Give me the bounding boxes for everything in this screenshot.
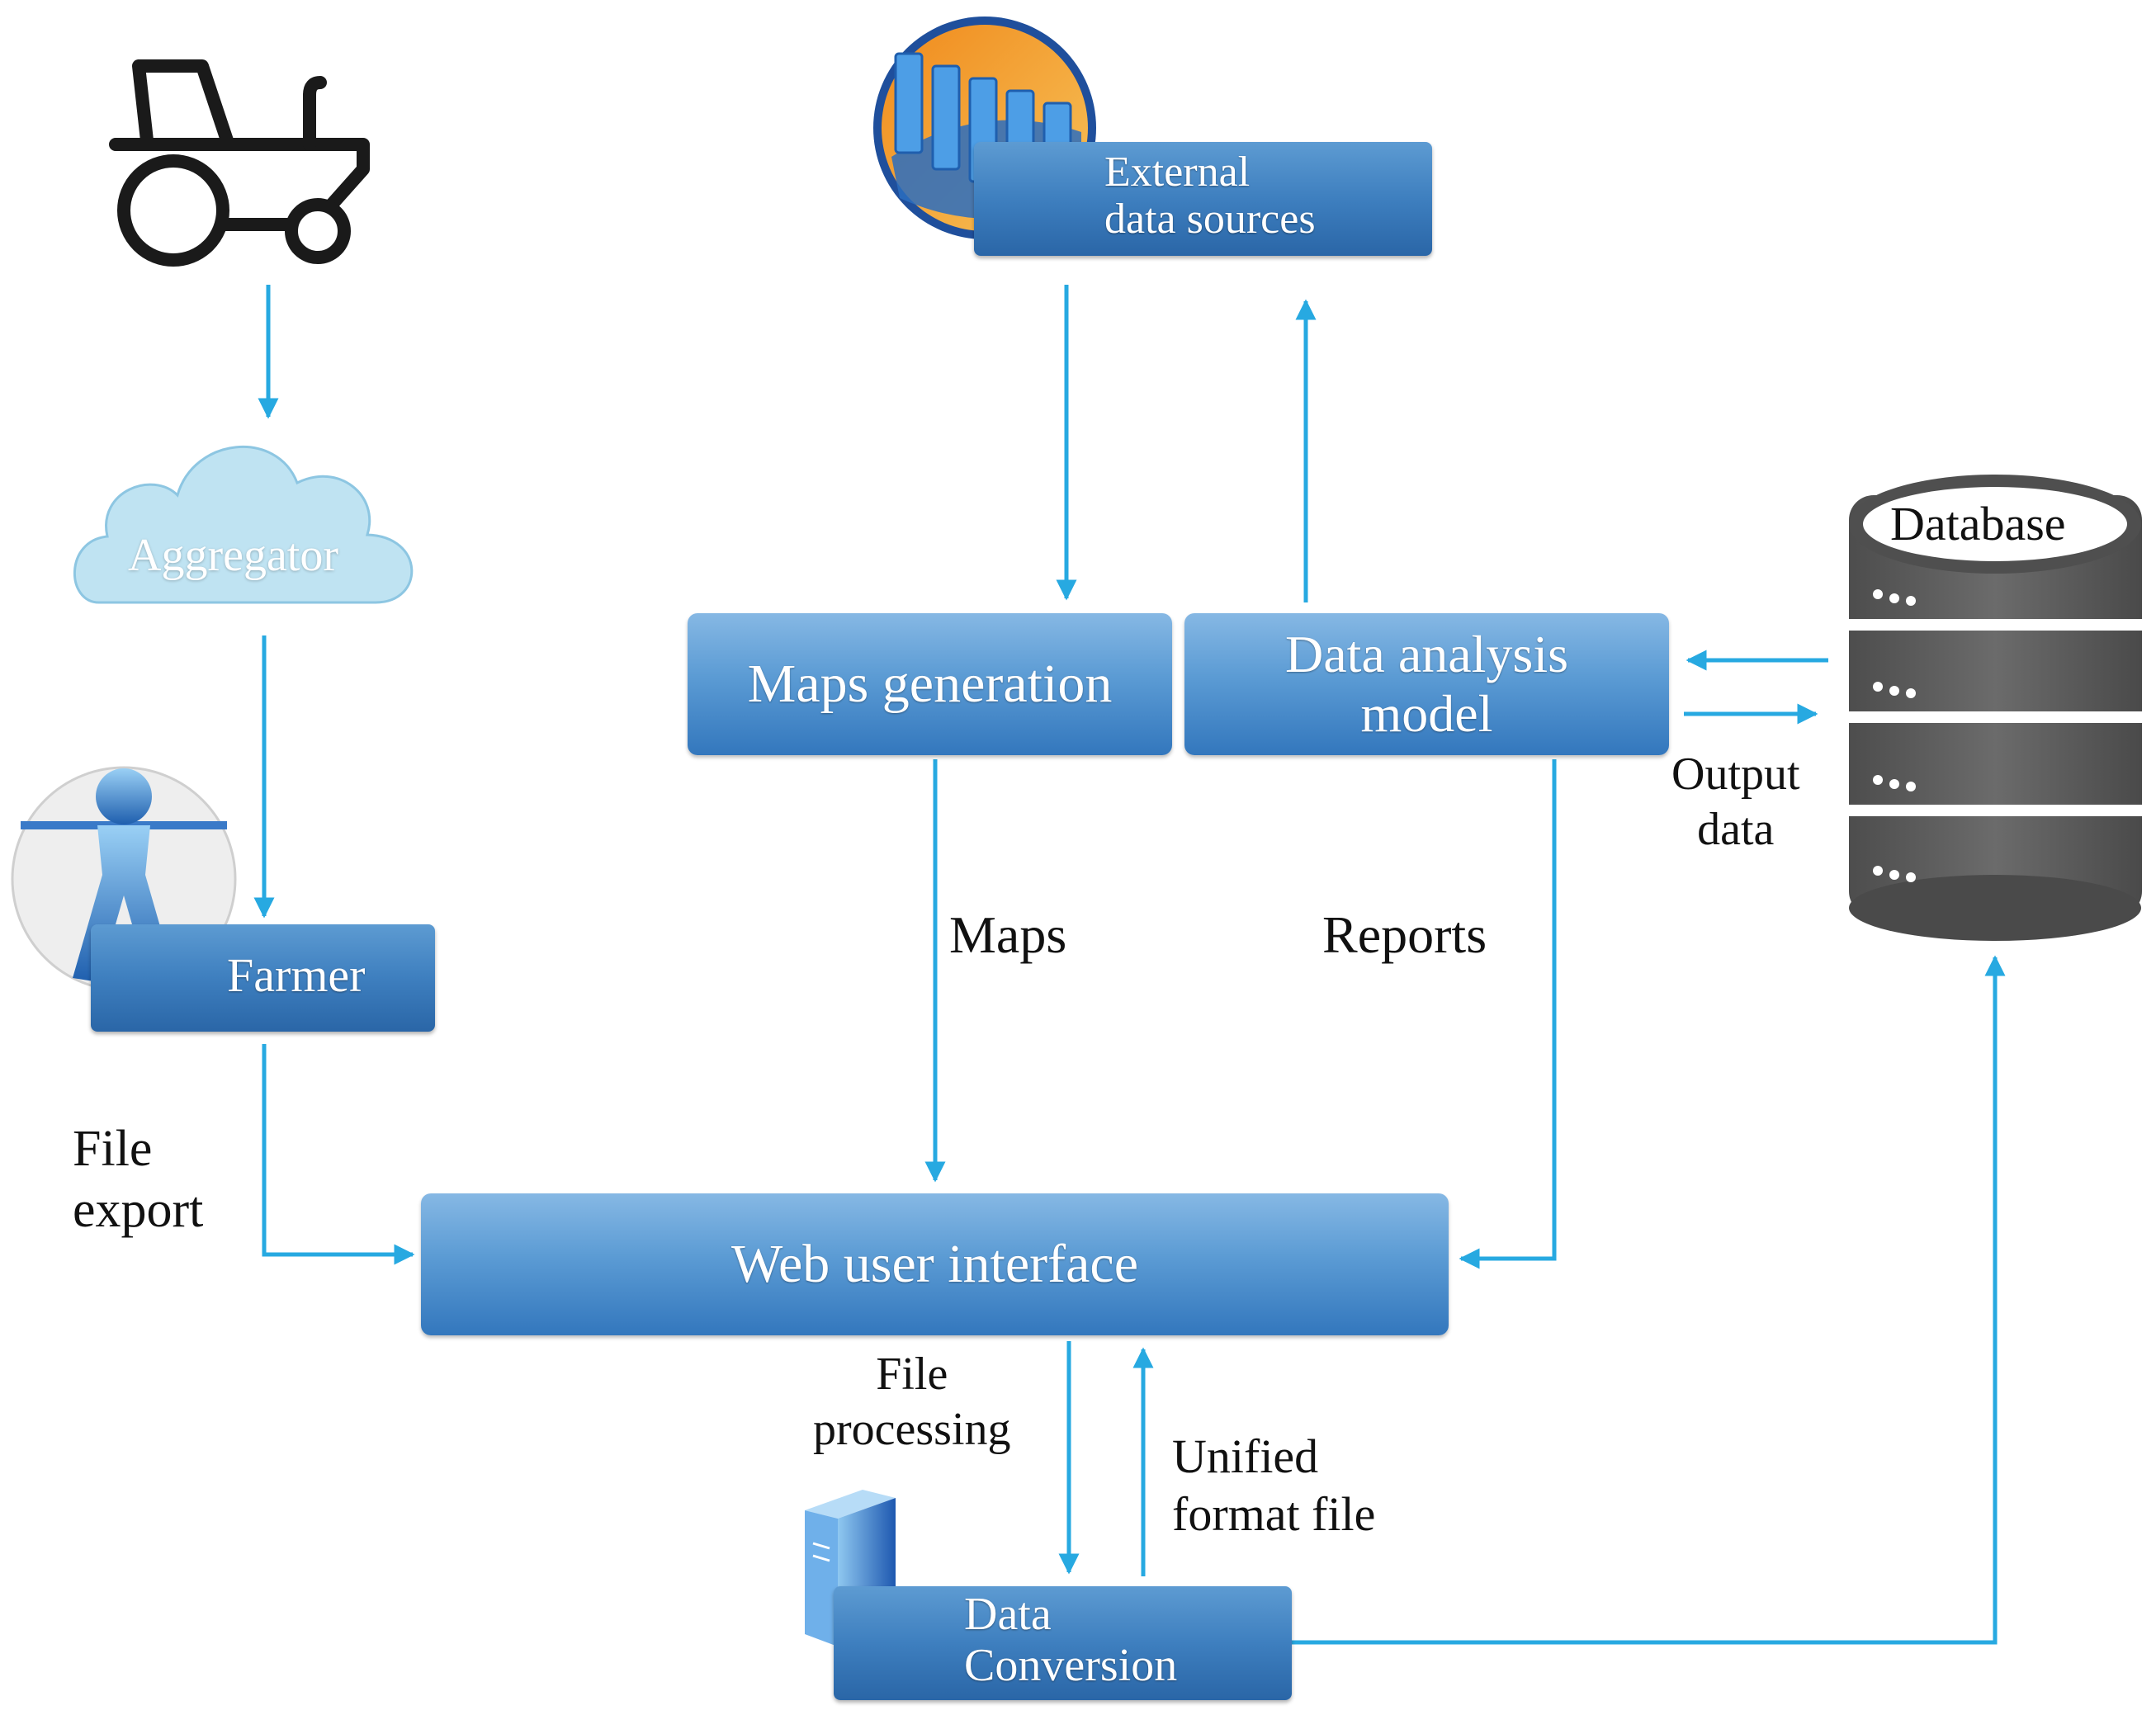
arrow-farmer-to-web-ui bbox=[262, 1044, 415, 1265]
output-data-label: Output data bbox=[1671, 749, 1800, 856]
arrow-conversion-to-database bbox=[1292, 955, 2006, 1645]
file-export-label: File export bbox=[73, 1121, 204, 1239]
farmer-box: Farmer bbox=[91, 924, 435, 1032]
web-user-interface-box: Web user interface bbox=[421, 1193, 1449, 1335]
arrow-reports-to-web-ui bbox=[1459, 759, 1557, 1269]
data-analysis-model-box: Data analysis model bbox=[1184, 613, 1669, 755]
unified-format-file-label: Unified format file bbox=[1172, 1429, 1376, 1541]
maps-generation-box: Maps generation bbox=[688, 613, 1172, 755]
file-processing-label: File processing bbox=[813, 1349, 1011, 1456]
data-conversion-box: Data Conversion bbox=[834, 1586, 1292, 1700]
maps-generation-label: Maps generation bbox=[747, 654, 1113, 715]
tractor-icon bbox=[109, 59, 370, 267]
farmer-label: Farmer bbox=[227, 948, 366, 1002]
aggregator-label: Aggregator bbox=[128, 530, 339, 581]
database-label: Database bbox=[1890, 497, 2066, 550]
maps-label: Maps bbox=[949, 905, 1067, 964]
database-icon bbox=[1849, 475, 2142, 941]
cloud-icon bbox=[73, 445, 414, 604]
reports-label: Reports bbox=[1322, 905, 1487, 964]
data-analysis-model-label: Data analysis model bbox=[1285, 625, 1568, 743]
external-data-sources-box: External data sources bbox=[974, 142, 1432, 256]
data-conversion-label: Data Conversion bbox=[964, 1589, 1178, 1691]
web-user-interface-label: Web user interface bbox=[730, 1234, 1139, 1295]
external-data-sources-label: External data sources bbox=[1104, 149, 1316, 243]
